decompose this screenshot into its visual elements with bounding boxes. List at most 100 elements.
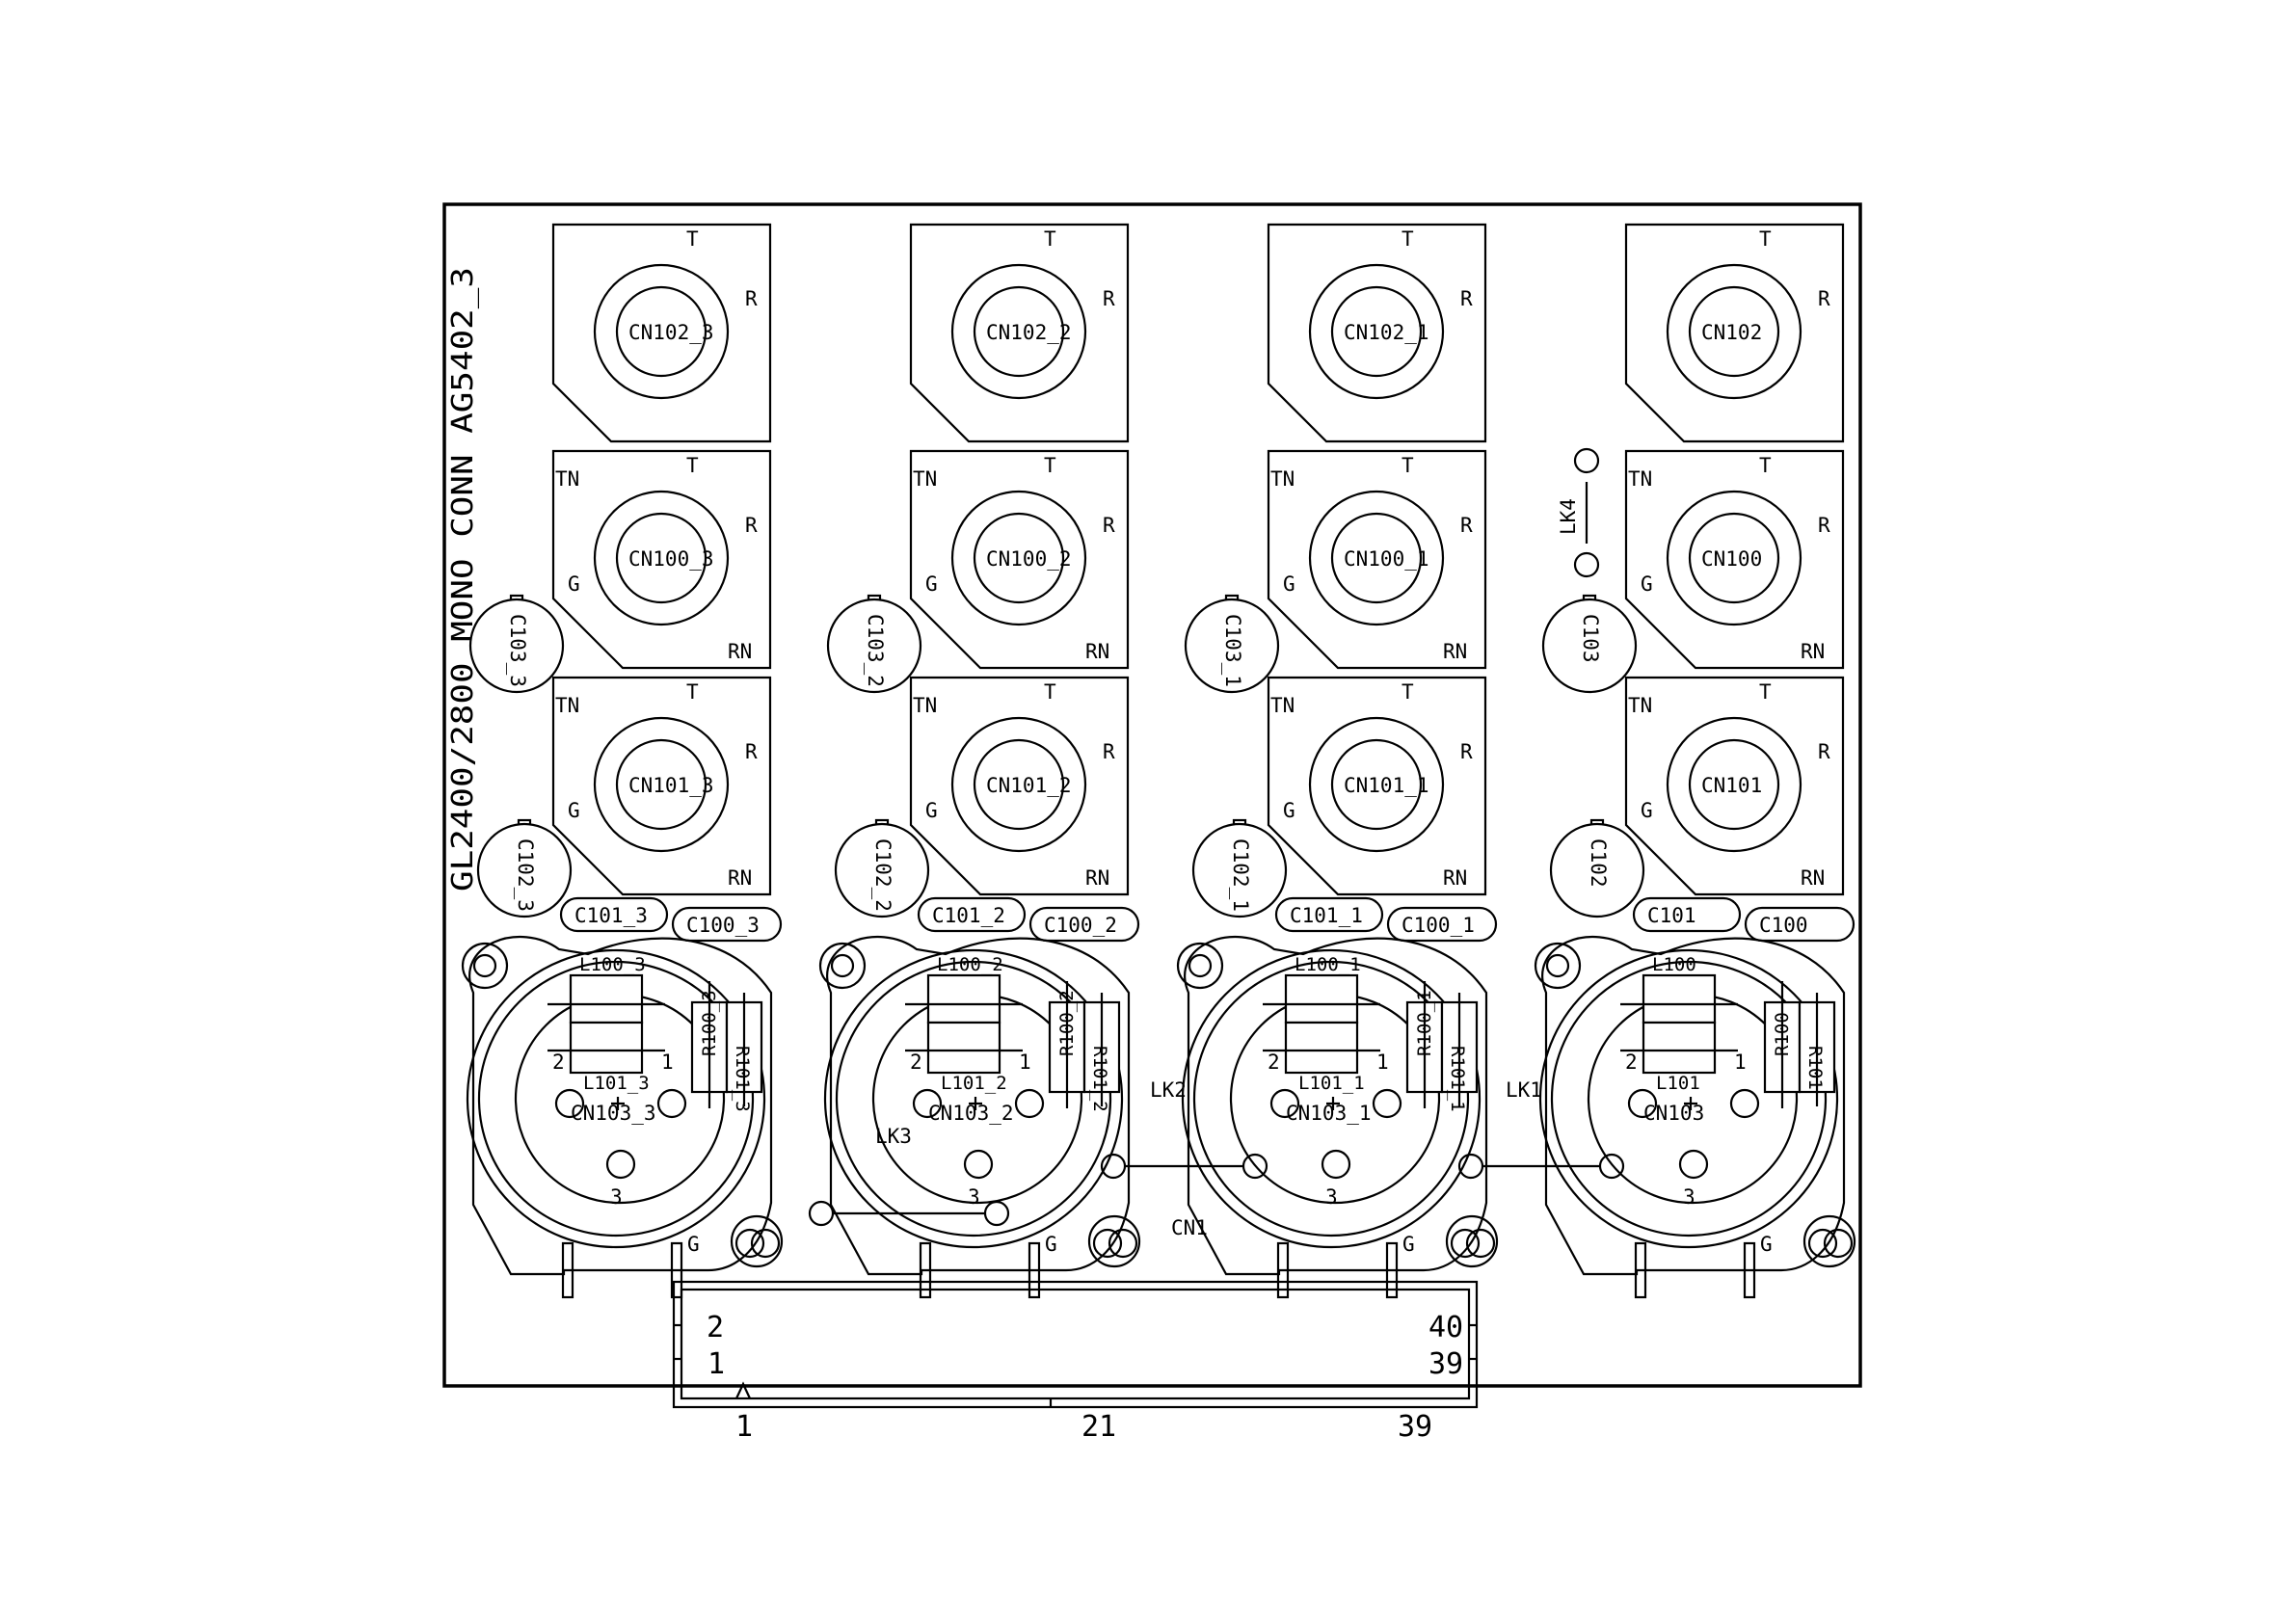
capacitor-label: C102_2 [871,838,894,912]
jack-pin-t: T [1759,454,1772,477]
capacitor-label: C103_3 [506,614,529,687]
jack-pin-t: T [1044,454,1056,477]
connector-scale-39: 39 [1398,1410,1432,1444]
jack-pin-r: R [1103,514,1115,537]
jack-ref-label: CN102_1 [1344,321,1429,344]
jack-ref-label: CN101 [1701,774,1762,797]
jack-ref-label: CN100 [1701,547,1762,571]
jack-pin-g: G [568,799,580,822]
jack-pin-g: G [925,799,938,822]
jack-pin-g: G [1641,572,1653,596]
jack-ref-label: CN101_1 [1344,774,1429,797]
xlr-pin-g: G [687,1233,700,1256]
connector-scale-21: 21 [1081,1410,1116,1444]
xlr-pin-g: G [1760,1233,1773,1256]
jack-pin-g: G [1283,799,1295,822]
xlr-pin-3: 3 [968,1185,980,1209]
jack-socket: CN102_1TR [1267,223,1487,443]
xlr-ref-label: CN103_1 [1286,1102,1372,1125]
connector-pin-40: 40 [1428,1311,1463,1344]
inductor-top-label: L100_1 [1295,954,1361,975]
smd-capacitor-label: C101_3 [574,904,648,927]
capacitor-label: C102_3 [514,838,537,912]
inductor-bottom-label: L101_1 [1298,1073,1365,1094]
jack-pin-t: T [686,680,699,704]
link-lk4-label: LK4 [1557,498,1580,535]
xlr-ref-label: CN103_2 [928,1102,1014,1125]
channel-column: CN102_2TRCN100_2TRTNGRNCN101_2TRTNGRNC10… [818,223,1141,1299]
inductor-top-label: L100_2 [937,954,1003,975]
jack-pin-t: T [1759,227,1772,251]
connector-pin-2: 2 [707,1311,724,1344]
jack-pin-rn: RN [1443,866,1467,890]
board-title: GL2400/2800 MONO CONN AG5402_3 [446,267,480,891]
jack-socket: CN102_2TR [909,223,1130,443]
smd-capacitor: C100_3 [671,906,783,943]
capacitor: C103_3 [468,594,565,694]
inductor-bottom-label: L101_2 [941,1073,1007,1094]
capacitor-label: C103_1 [1221,614,1244,687]
inductor-top-label: L100 [1652,954,1696,975]
jack-pin-tn: TN [1270,467,1295,491]
jack-pin-t: T [1759,680,1772,704]
xlr-pin-2: 2 [1268,1051,1280,1074]
jack-pin-r: R [745,287,758,310]
jack-ref-label: CN100_1 [1344,547,1429,571]
capacitor-label: C103_2 [864,614,887,687]
channel-column: CN102_1TRCN100_1TRTNGRNCN101_1TRTNGRNC10… [1176,223,1499,1299]
jack-pin-rn: RN [728,640,752,663]
jack-ref-label: CN102 [1701,321,1762,344]
xlr-pin-1: 1 [1734,1051,1747,1074]
jack-pin-r: R [745,514,758,537]
inductor-bottom-label: L101_3 [583,1073,650,1094]
jack-pin-t: T [686,454,699,477]
link-lk2: LK2 [1100,1078,1268,1180]
xlr-pin-3: 3 [1683,1185,1695,1209]
jack-pin-rn: RN [1801,640,1825,663]
smd-capacitor: C101 [1632,896,1742,933]
link-lk3-label: LK3 [875,1125,912,1148]
jack-ref-label: CN100_2 [986,547,1072,571]
xlr-pin-g: G [1045,1233,1057,1256]
jack-pin-rn: RN [1801,866,1825,890]
smd-capacitor-label: C101_2 [932,904,1005,927]
capacitor-label: C102_1 [1229,838,1252,912]
capacitor: C103 [1541,594,1638,694]
smd-capacitor-label: C101_1 [1290,904,1363,927]
resistor-a-label: R100_1 [1414,990,1435,1056]
xlr-ref-label: CN103_3 [571,1102,656,1125]
jack-pin-rn: RN [1443,640,1467,663]
connector-pin-39: 39 [1428,1347,1463,1381]
xlr-pin-1: 1 [1019,1051,1031,1074]
jack-pin-r: R [1460,740,1473,763]
resistor-b-label: R101_1 [1447,1046,1468,1112]
jack-ref-label: CN101_2 [986,774,1072,797]
link-lk2-label: LK2 [1150,1078,1187,1102]
smd-capacitor: C101_3 [559,896,669,933]
smd-capacitor: C101_1 [1274,896,1384,933]
jack-pin-r: R [1818,740,1830,763]
smd-capacitor-label: C101 [1647,904,1696,927]
resistor-b-label: R101_2 [1089,1046,1110,1112]
jack-pin-rn: RN [1085,866,1109,890]
jack-pin-r: R [1460,514,1473,537]
capacitor: C103_1 [1184,594,1280,694]
jack-pin-t: T [1402,680,1414,704]
resistor-a-label: R100_3 [699,990,720,1056]
capacitor-label: C102 [1587,838,1610,888]
jack-pin-tn: TN [1270,694,1295,717]
link-lk1-label: LK1 [1506,1078,1542,1102]
jack-pin-r: R [1103,287,1115,310]
jack-pin-g: G [1641,799,1653,822]
xlr-pin-1: 1 [661,1051,674,1074]
jack-pin-r: R [1103,740,1115,763]
smd-capacitor: C100_1 [1386,906,1498,943]
jack-ref-label: CN102_2 [986,321,1072,344]
link-lk1: LK1 [1457,1078,1625,1180]
jack-ref-label: CN101_3 [628,774,714,797]
